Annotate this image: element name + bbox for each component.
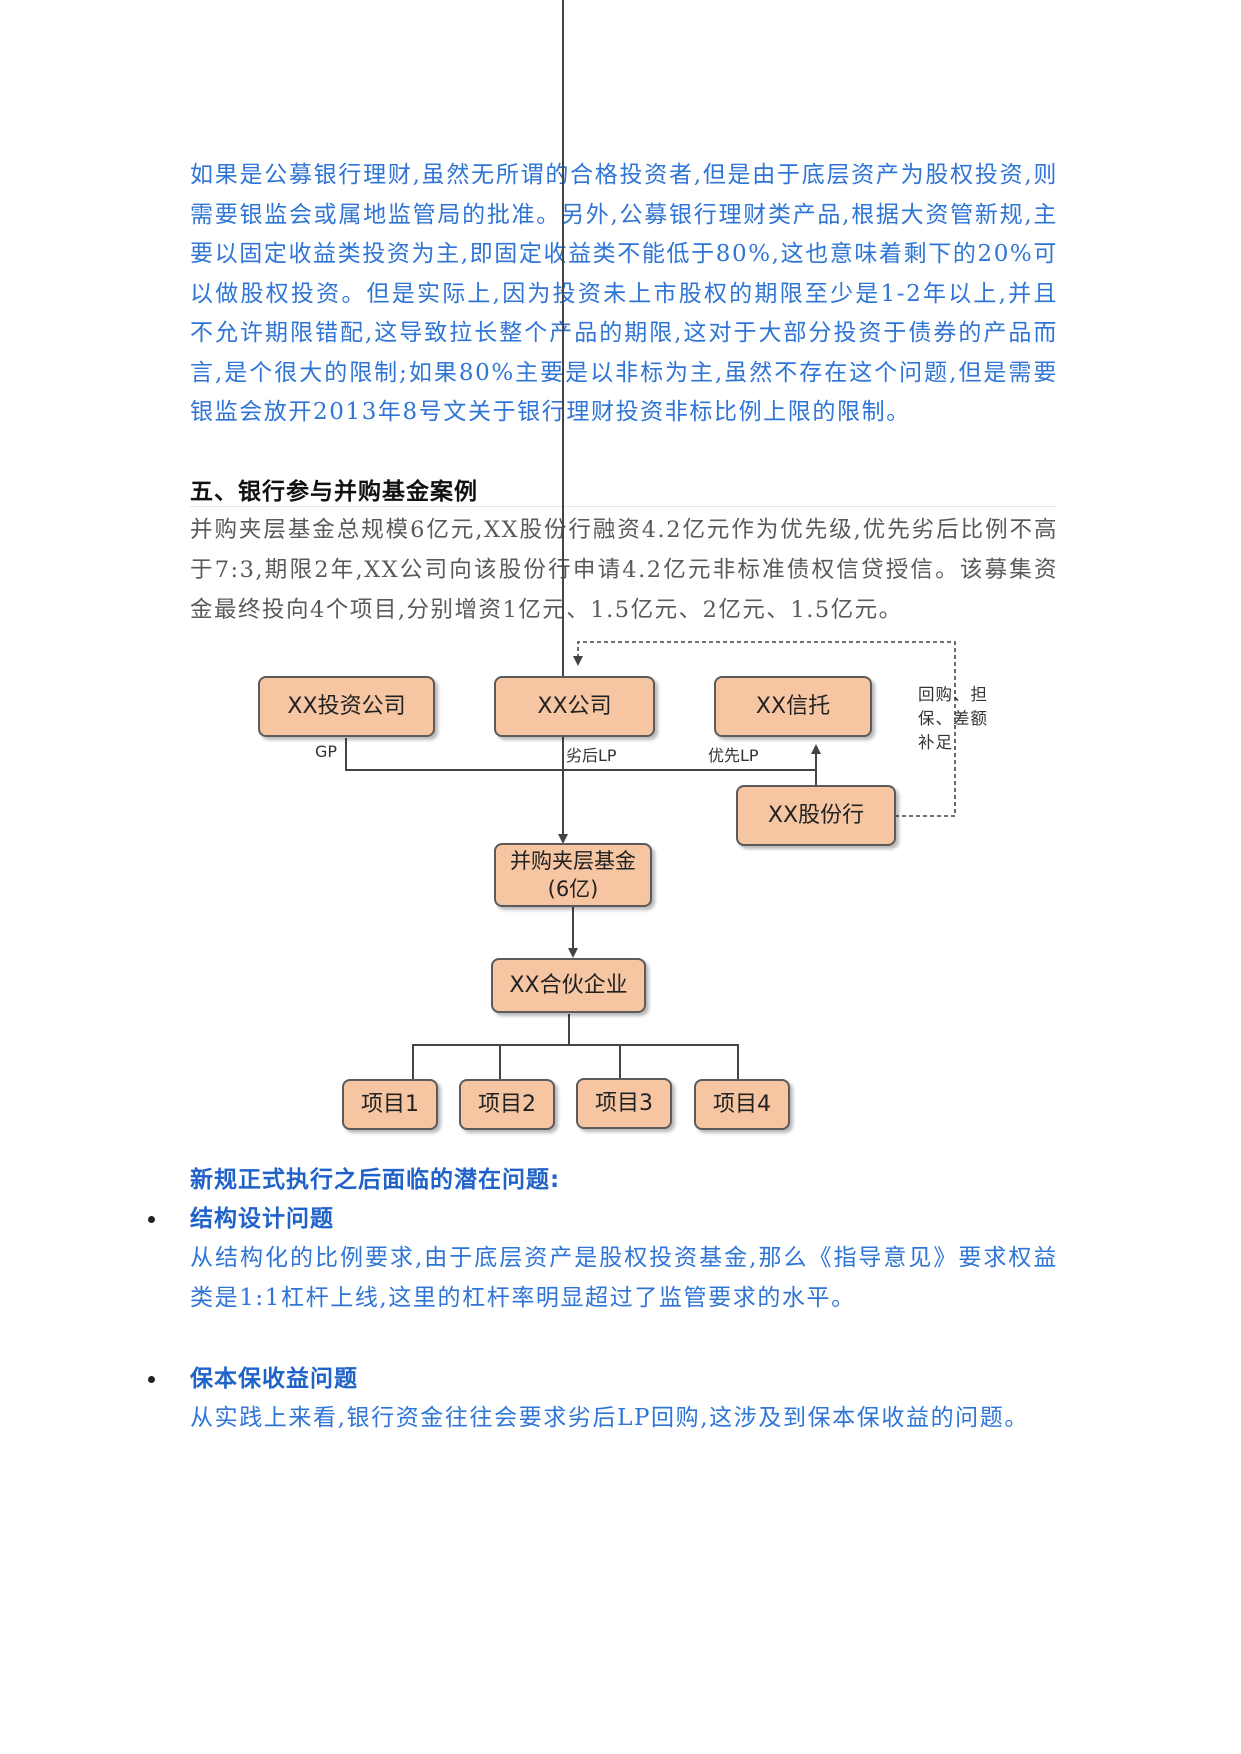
- bullet-1: [148, 1216, 155, 1223]
- section5-heading: 五、银行参与并购基金案例: [190, 479, 478, 505]
- guarantee-note: 回购、担保、差额补足: [918, 685, 988, 752]
- issue-1: 结构设计问题 从结构化的比例要求,由于底层资产是股权投资基金,那么《指导意见》要…: [190, 1199, 1058, 1318]
- project-2-node: 项目2: [459, 1079, 555, 1130]
- section5-divider: [190, 506, 1056, 507]
- bullet-2: [148, 1376, 155, 1383]
- projects-bus: [412, 1014, 739, 1090]
- trust-node: XX信托: [714, 676, 872, 737]
- partnership-node: XX合伙企业: [491, 958, 646, 1013]
- junior-lp-label: 劣后LP: [566, 746, 617, 765]
- company-node: XX公司: [494, 676, 655, 737]
- intro-paragraph: 如果是公募银行理财,虽然无所谓的合格投资者,但是由于底层资产为股权投资,则需要银…: [190, 162, 1058, 425]
- project-3-node: 项目3: [576, 1078, 672, 1129]
- bank-node: XX股份行: [736, 785, 896, 846]
- issue-2-title: 保本保收益问题: [190, 1366, 358, 1392]
- issues-heading-wrap: 新规正式执行之后面临的潜在问题:: [190, 1160, 1058, 1194]
- issues-heading: 新规正式执行之后面临的潜在问题:: [190, 1167, 561, 1193]
- issue-2: 保本保收益问题 从实践上来看,银行资金往往会要求劣后LP回购,这涉及到保本保收益…: [190, 1359, 1058, 1439]
- issue-2-body: 从实践上来看,银行资金往往会要求劣后LP回购,这涉及到保本保收益的问题。: [190, 1405, 1029, 1431]
- project-4-node: 项目4: [694, 1079, 790, 1130]
- project-1-node: 项目1: [342, 1079, 438, 1130]
- section5-heading-wrap: 五、银行参与并购基金案例: [190, 472, 1058, 506]
- guarantee-dashed-arrow: [573, 641, 956, 817]
- section5-paragraph: 并购夹层基金总规模6亿元,XX股份行融资4.2亿元作为优先级,优先劣后比例不高于…: [190, 517, 1058, 623]
- senior-lp-label: 优先LP: [708, 746, 759, 765]
- issue-1-body: 从结构化的比例要求,由于底层资产是股权投资基金,那么《指导意见》要求权益类是1:…: [190, 1245, 1058, 1311]
- section5-body: 并购夹层基金总规模6亿元,XX股份行融资4.2亿元作为优先级,优先劣后比例不高于…: [190, 510, 1058, 630]
- issue-1-title: 结构设计问题: [190, 1206, 334, 1232]
- investment-company-node: XX投资公司: [258, 676, 435, 737]
- gp-label: GP: [315, 742, 338, 761]
- bus-line: [345, 738, 817, 771]
- fund-node: 并购夹层基金(6亿): [494, 843, 652, 907]
- intro-section: 如果是公募银行理财,虽然无所谓的合格投资者,但是由于底层资产为股权投资,则需要银…: [190, 156, 1058, 433]
